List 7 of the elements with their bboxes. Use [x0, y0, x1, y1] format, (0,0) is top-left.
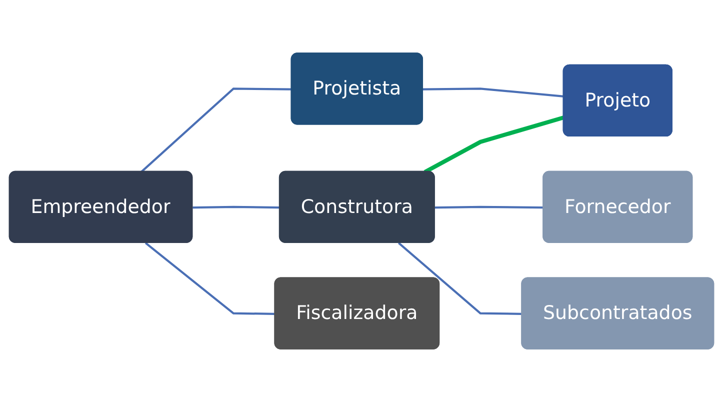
connector: [424, 115, 565, 174]
connector: [192, 206, 280, 209]
connector: [144, 242, 276, 315]
connector: [423, 88, 564, 98]
connector: [140, 88, 292, 173]
connector: [434, 206, 544, 209]
connector: [398, 242, 522, 315]
